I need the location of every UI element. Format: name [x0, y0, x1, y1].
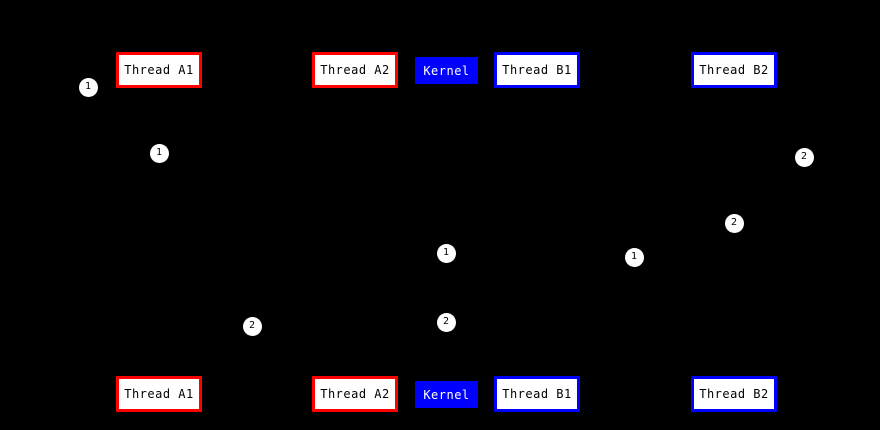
participant-thread-b1-header[interactable]: Thread B1 [494, 52, 580, 88]
participant-kernel-footer[interactable]: Kernel [415, 381, 478, 408]
sequence-number-badge: 1 [624, 247, 644, 267]
lifeline-kernel [446, 84, 447, 381]
participant-label: Thread A2 [320, 387, 390, 401]
message-arrow-thread-a1-to-kernel [159, 117, 446, 123]
participant-thread-a2-header[interactable]: Thread A2 [312, 52, 398, 88]
participant-label: Thread A2 [320, 63, 390, 77]
sequence-number-badge: 2 [436, 312, 456, 332]
participant-label: Thread B1 [502, 63, 572, 77]
sequence-number-badge: 1 [149, 143, 169, 163]
lifeline-thread-a1 [159, 88, 160, 376]
message-arrow-thread-b2-to-kernel [446, 187, 734, 193]
sequence-number-badge: 2 [794, 147, 814, 167]
participant-label: Thread A1 [124, 387, 194, 401]
participant-thread-a1-header[interactable]: Thread A1 [116, 52, 202, 88]
participant-thread-b2-header[interactable]: Thread B2 [691, 52, 777, 88]
message-arrow-kernel-to-thread-b1 [446, 255, 537, 261]
participant-label: Thread B2 [699, 387, 769, 401]
participant-label: Thread B2 [699, 63, 769, 77]
participant-thread-b1-footer[interactable]: Thread B1 [494, 376, 580, 412]
participant-label: Thread A1 [124, 63, 194, 77]
lifeline-thread-a2 [355, 88, 356, 376]
sequence-number-badge: 2 [242, 316, 262, 336]
participant-label: Thread B1 [502, 387, 572, 401]
participant-thread-a2-footer[interactable]: Thread A2 [312, 376, 398, 412]
sequence-number-badge: 2 [724, 213, 744, 233]
lifeline-thread-b1 [537, 88, 538, 376]
participant-kernel-header[interactable]: Kernel [415, 57, 478, 84]
participant-label: Kernel [423, 387, 470, 402]
sequence-number-badge: 1 [436, 243, 456, 263]
sequence-number-badge: 1 [78, 77, 98, 97]
participant-label: Kernel [423, 63, 470, 78]
message-arrow-kernel-to-thread-a1 [159, 323, 446, 329]
participant-thread-b2-footer[interactable]: Thread B2 [691, 376, 777, 412]
participant-thread-a1-footer[interactable]: Thread A1 [116, 376, 202, 412]
